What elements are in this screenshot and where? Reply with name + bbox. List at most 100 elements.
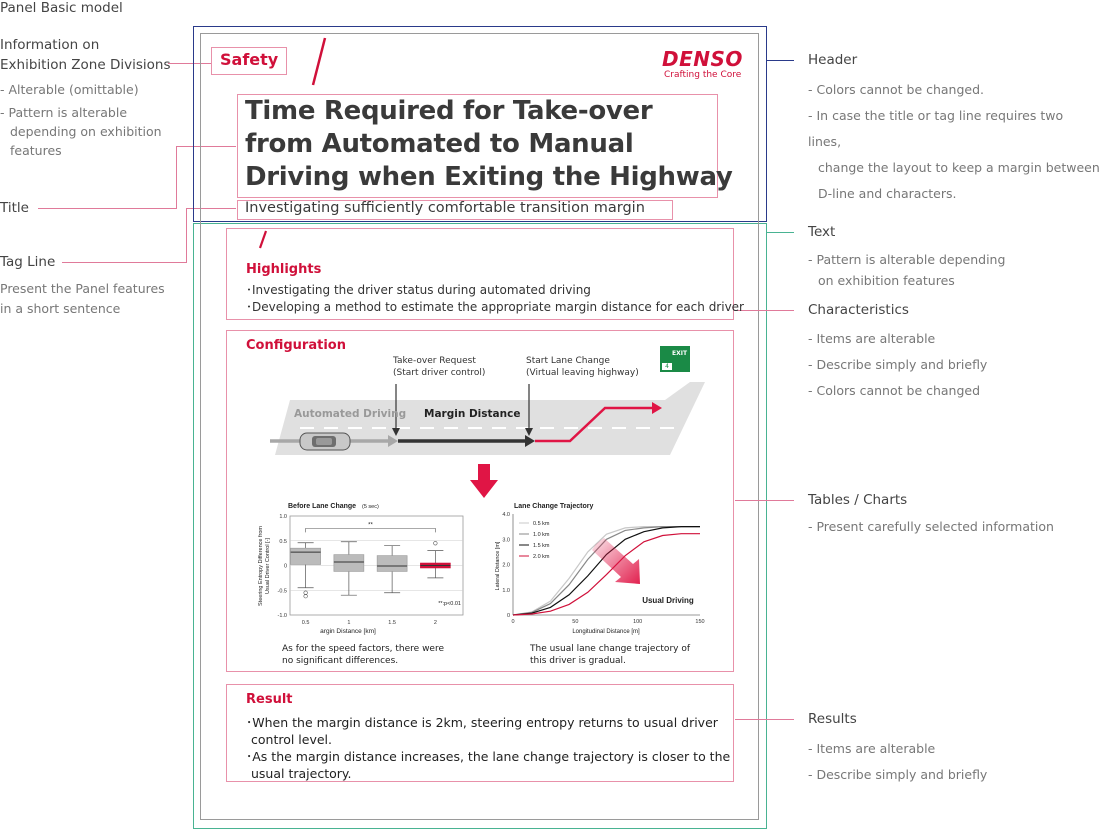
lanechange-line: Start Lane Change (526, 356, 610, 366)
line-x-label: Longitudinal Distance [m] (572, 629, 640, 635)
line-y-tick: 0 (507, 613, 510, 619)
zone-note: - Pattern is alterable (0, 105, 128, 120)
left-chart-note: As for the speed factors, there were no … (282, 643, 444, 667)
panel-frame (200, 33, 759, 820)
right-chart-note: The usual lane change trajectory of this… (530, 643, 690, 667)
text-note: on exhibition features (818, 273, 955, 288)
road-diagram (270, 382, 705, 455)
tagline-annotation-title: Tag Line (0, 254, 56, 270)
takeover-pointer-head (392, 428, 400, 436)
brand-tagline: Crafting the Core (664, 70, 742, 80)
box-rect (376, 555, 408, 572)
highlights-box (226, 228, 734, 320)
takeover-line: (Start driver control) (393, 368, 486, 378)
text-frame (193, 223, 767, 829)
left-chart-note-line: As for the speed factors, there were (282, 644, 445, 654)
characteristics-leader-line (735, 310, 794, 311)
title-line: Time Required for Take-over (245, 96, 653, 126)
highlights-list: ･Investigating the driver status during … (246, 282, 744, 316)
legend-label: 1.5 km (533, 543, 550, 549)
box-y-tick: 1.0 (279, 514, 287, 520)
tag-label: Safety (220, 50, 279, 69)
results-annotation-title: Results (808, 711, 857, 727)
exit-sign: EXIT 4 (660, 346, 690, 372)
characteristics-annotation-title: Characteristics (808, 302, 909, 318)
zone-leader-line (168, 63, 211, 64)
box-x-tick: 2 (434, 620, 437, 626)
header-leader-line (767, 60, 794, 61)
box-outlier (303, 594, 308, 599)
road-surface (275, 382, 705, 455)
margin-arrow-head (525, 435, 535, 447)
results-annotation-notes: - Items are alterable - Describe simply … (808, 736, 987, 788)
characteristics-annotation-notes: - Items are alterable - Describe simply … (808, 326, 987, 404)
significance-label: ** (368, 522, 373, 528)
box-x-tick: 1 (347, 620, 350, 626)
zone-annotation-title: Information on Exhibition Zone Divisions (0, 35, 170, 75)
lanechange-line: (Virtual leaving highway) (526, 368, 639, 378)
trajectory-line (512, 526, 700, 616)
result-item-cont: usual trajectory. (251, 766, 352, 781)
panel-label: Panel Basic model (0, 0, 123, 16)
line-x-tick: 100 (633, 619, 642, 625)
text-annotation-notes: - Pattern is alterable depending on exhi… (808, 249, 1005, 291)
text-annotation-title: Text (808, 224, 836, 240)
zone-note: features (10, 143, 62, 158)
lanechange-label: Start Lane Change (Virtual leaving highw… (526, 355, 639, 379)
takeover-line: Take-over Request (393, 356, 476, 366)
characteristics-note: - Colors cannot be changed (808, 383, 981, 398)
line-y-tick: 3.0 (502, 537, 510, 543)
exit-sign-number: 4 (662, 363, 672, 370)
box-y-label-line: Steering Entropy Difference from (258, 526, 264, 606)
automated-driving-label: Automated Driving (294, 408, 407, 420)
line-y-tick: 4.0 (502, 512, 510, 518)
tagline-box (237, 200, 673, 220)
significance-bracket (305, 528, 436, 533)
zone-title-line1: Information on (0, 37, 100, 53)
right-chart-note-line: this driver is gradual. (530, 656, 626, 666)
line-chart-title: Lane Change Trajectory (514, 503, 593, 510)
p-value-annotation: **:p<0.01 (438, 601, 461, 607)
header-note: - Colors cannot be changed. (808, 82, 985, 97)
box-y-tick: 0.5 (279, 539, 287, 545)
lane-change-path (535, 406, 655, 443)
results-note: - Items are alterable (808, 741, 936, 756)
tables-leader-line (735, 500, 794, 501)
configuration-box (226, 330, 734, 672)
characteristics-note: - Describe simply and briefly (808, 357, 988, 372)
result-box (226, 684, 734, 782)
header-annotation-title: Header (808, 52, 858, 68)
box-x-tick: 1.5 (388, 620, 396, 626)
text-leader-line (767, 232, 794, 233)
exit-sign-label: EXIT (672, 350, 688, 357)
box-x-label: argin Distance [km] (320, 628, 376, 635)
panel-tagline: Investigating sufficiently comfortable t… (245, 200, 645, 216)
line-x-tick: 50 (572, 619, 578, 625)
box-rect (333, 554, 365, 572)
panel-title: Time Required for Take-over from Automat… (245, 95, 733, 194)
highlight-item: ･Investigating the driver status during … (246, 283, 591, 297)
left-chart-note-line: no significant differences. (282, 656, 399, 666)
usual-driving-label: Usual Driving (642, 596, 694, 605)
zone-title-line2: Exhibition Zone Divisions (0, 57, 171, 73)
result-item: ･As the margin distance increases, the l… (246, 749, 731, 764)
takeover-label: Take-over Request (Start driver control) (393, 355, 485, 379)
box-outlier (303, 590, 308, 595)
tag-box (211, 47, 287, 75)
box-x-tick: 0.5 (302, 620, 310, 626)
tagline-note: Present the Panel features (0, 281, 165, 296)
zone-note: - Alterable (omittable) (0, 82, 139, 97)
zone-annotation-notes: - Alterable (omittable) - Pattern is alt… (0, 80, 162, 160)
box-plot-chart: Before Lane Change(5 sec)1.00.50-0.5-1.0… (258, 503, 464, 635)
tagline-note: in a short sentence (0, 301, 121, 316)
d-line-slash (311, 37, 327, 86)
box-chart-subtitle: (5 sec) (362, 504, 379, 510)
tables-note: - Present carefully selected information (808, 519, 1054, 534)
highlight-item: ･Developing a method to estimate the app… (246, 300, 744, 314)
box-chart-title: Before Lane Change (288, 503, 356, 510)
tagline-leader-vertical (186, 208, 187, 263)
results-note: - Describe simply and briefly (808, 767, 988, 782)
result-heading: Result (246, 692, 293, 707)
